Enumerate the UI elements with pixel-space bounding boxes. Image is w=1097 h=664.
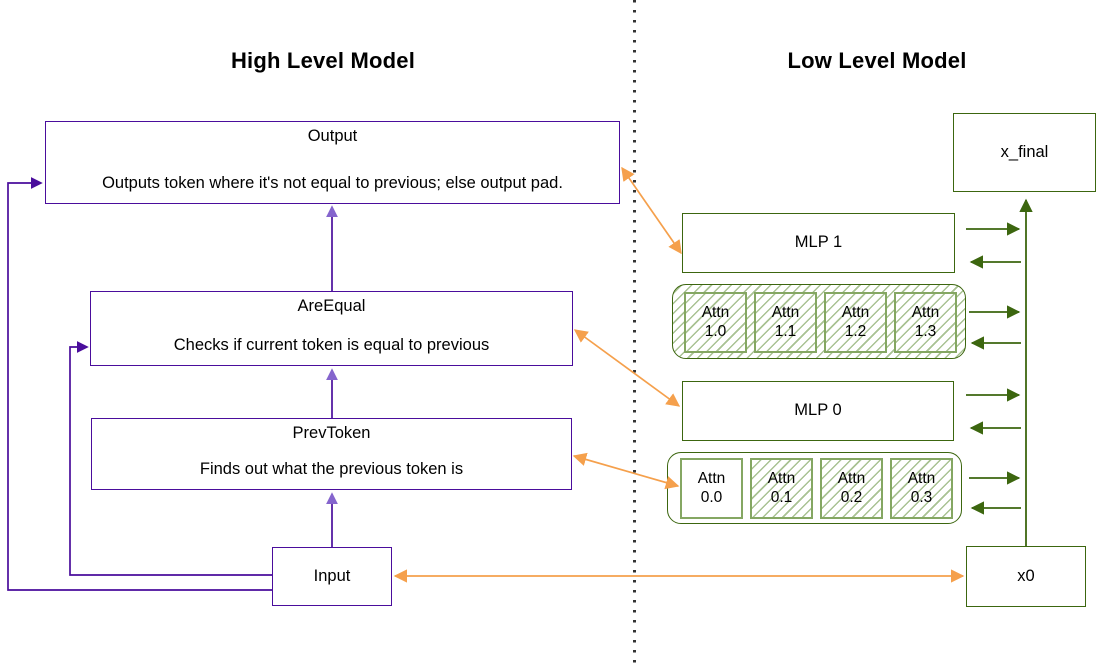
prevtoken-box-title: PrevToken: [292, 424, 371, 442]
attn-head-index: 0.2: [840, 488, 863, 506]
attn-head-index: 0.0: [700, 488, 723, 506]
x0-label: x0: [1017, 566, 1035, 585]
attn-head-index: 1.0: [704, 322, 727, 340]
low-level-model-title: Low Level Model: [787, 48, 967, 73]
mlp-1-label: MLP 1: [794, 233, 843, 252]
input-box-title: Input: [313, 566, 351, 585]
mlp-0-box: MLP 0: [682, 381, 954, 441]
output-box-title: Output: [307, 127, 358, 145]
x0-box: x0: [966, 546, 1086, 607]
attn-head-label: Attn: [907, 469, 936, 487]
attn-head-index: 1.2: [844, 322, 867, 340]
x-final-label: x_final: [1000, 142, 1049, 161]
map-output-mlp1: [621, 166, 682, 255]
output-box: Output Outputs token where it's not equa…: [45, 121, 620, 204]
attn-head-index: 1.3: [914, 322, 937, 340]
prevtoken-box: PrevToken Finds out what the previous to…: [91, 418, 572, 490]
feedback-input-to-output: [7, 177, 272, 591]
attn-head-index: 0.3: [910, 488, 933, 506]
x-final-box: x_final: [953, 113, 1096, 192]
areequal-box-title: AreEqual: [297, 297, 366, 315]
areequal-box-description: Checks if current token is equal to prev…: [173, 336, 490, 355]
prevtoken-box-description: Finds out what the previous token is: [199, 460, 464, 479]
input-box: Input: [272, 547, 392, 606]
map-areequal-mlp0: [573, 329, 681, 407]
attn-head-label: Attn: [701, 303, 730, 321]
high-level-model-title: High Level Model: [230, 48, 416, 73]
map-prevtoken-attn00: [572, 452, 680, 490]
attn-head-index: 0.1: [770, 488, 793, 506]
mlp-0-label: MLP 0: [794, 401, 842, 420]
attn-head-label: Attn: [767, 469, 796, 487]
attn-head-label: Attn: [841, 303, 870, 321]
attn-head-label: Attn: [911, 303, 940, 321]
attn-head-label: Attn: [837, 469, 866, 487]
areequal-box: AreEqual Checks if current token is equa…: [90, 291, 573, 366]
mlp-1-box: MLP 1: [682, 213, 955, 273]
attn-head-label: Attn: [697, 469, 726, 487]
section-divider-dotted-line: [633, 0, 636, 664]
attn-head-index: 1.1: [774, 322, 797, 340]
attn-head-label: Attn: [771, 303, 800, 321]
output-box-description: Outputs token where it's not equal to pr…: [102, 174, 563, 193]
